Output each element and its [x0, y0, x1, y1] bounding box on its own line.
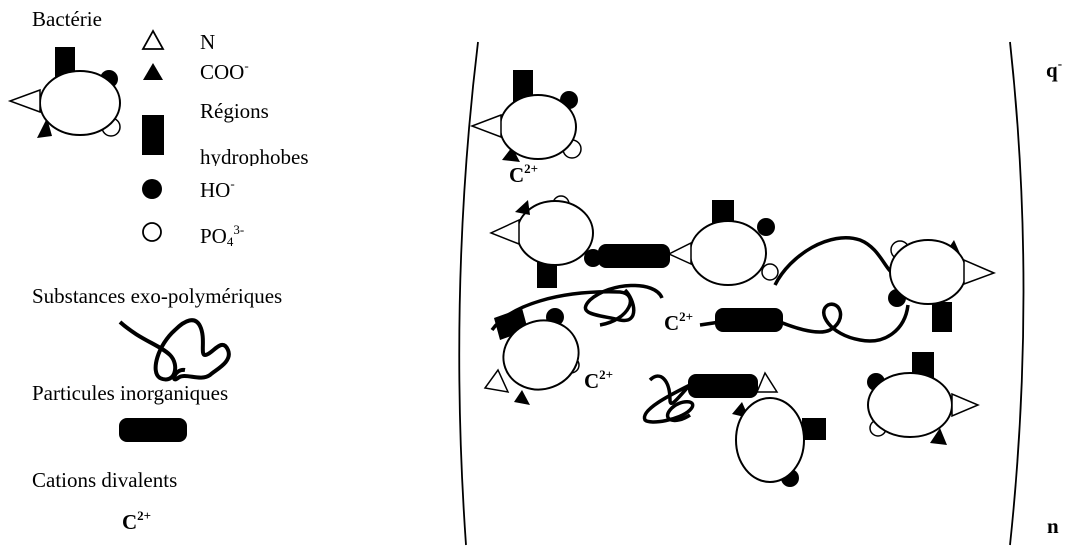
legend-hydrophobes-clip: hydrophobes — [200, 144, 380, 167]
floc-bacterium-6 — [732, 371, 826, 487]
legend-cation-charge: 2+ — [137, 508, 152, 523]
legend-po4-label: PO43- — [200, 222, 245, 249]
floc-bacterium-3 — [667, 200, 779, 286]
left-bracket — [458, 41, 479, 546]
po4-charge: 3- — [233, 222, 245, 237]
legend-ho-circle-icon — [142, 179, 162, 199]
floc-particle-1 — [598, 244, 670, 268]
floc-cation-label-1: C2+ — [509, 161, 539, 187]
floc-bacterium-7 — [867, 352, 980, 445]
legend-bacteria-label: Bactérie — [32, 7, 102, 31]
floc-bacterium-5 — [483, 308, 580, 405]
floc-bacterium-1 — [469, 70, 582, 162]
coo-charge: - — [244, 58, 249, 73]
floc-particle-3 — [688, 374, 758, 398]
legend-coo-label: COO- — [200, 58, 249, 84]
legend-hydrophobic-region-icon — [142, 115, 164, 155]
floc-particle-2 — [715, 308, 783, 332]
right-bracket — [1009, 41, 1025, 546]
legend-ho-label: HO- — [200, 176, 235, 202]
legend-polymer-strand-icon — [118, 318, 231, 382]
legend-n-triangle-icon — [141, 29, 165, 50]
legend-coo-triangle-icon — [143, 63, 163, 80]
legend-eps-label: Substances exo-polymériques — [32, 284, 283, 308]
floc-cation-label-2: C2+ — [664, 309, 694, 335]
q-charge: - — [1057, 56, 1063, 71]
floc-bacterium-4 — [888, 239, 997, 332]
ho-charge: - — [230, 176, 235, 191]
floc-bacterium-2 — [489, 195, 602, 288]
legend-regions-label: Régions — [200, 99, 269, 123]
floc-q-label: q- — [1046, 56, 1063, 82]
legend-hydrophobes-label: hydrophobes — [200, 145, 309, 167]
floc-cation-charge-1: 2+ — [524, 161, 539, 176]
floc-n-label: n — [1047, 514, 1059, 538]
floc-cation-charge-3: 2+ — [599, 367, 614, 382]
legend-n-label: N — [200, 30, 216, 54]
legend-particle-icon — [119, 418, 187, 442]
legend-cations-label: Cations divalents — [32, 468, 178, 492]
legend-particles-label: Particules inorganiques — [32, 381, 229, 405]
floc-cation-charge-2: 2+ — [679, 309, 694, 324]
po4-subscript: 4 — [226, 234, 234, 249]
legend-po4-circle-icon — [142, 222, 162, 242]
floc-cation-label-3: C2+ — [584, 367, 614, 393]
legend-bacterium-icon — [7, 47, 121, 138]
legend-cation-symbol: C2+ — [122, 508, 152, 534]
